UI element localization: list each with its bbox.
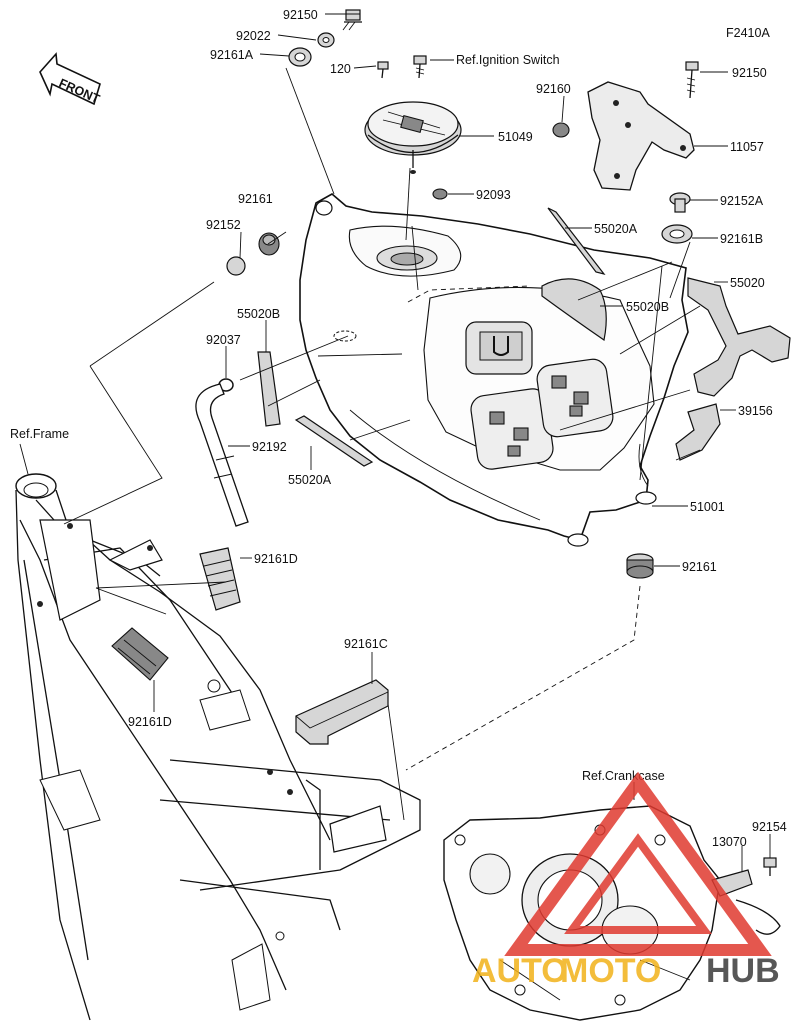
label-92161-left: 92161 (238, 192, 273, 206)
label-92161A: 92161A (210, 48, 254, 62)
label-55020A-bottom: 55020A (288, 473, 332, 487)
label-92150-right: 92150 (732, 66, 767, 80)
label-55020: 55020 (730, 276, 765, 290)
front-arrow-icon: FRONT (39, 52, 102, 106)
ref-ignition-switch: Ref.Ignition Switch (456, 53, 560, 67)
seal-92093 (432, 188, 448, 200)
watermark-logo: AUTO MOTO HUB (472, 771, 780, 990)
screw-ignition (413, 55, 427, 79)
pad-55020B-right (541, 278, 607, 342)
collar-92160 (552, 122, 570, 138)
label-13070: 13070 (712, 835, 747, 849)
label-92161D-bottom: 92161D (128, 715, 172, 729)
pad-55020 (687, 277, 791, 397)
watermark-moto: MOTO (560, 952, 661, 990)
collar-92152A (669, 192, 691, 213)
label-92161D-top: 92161D (254, 552, 298, 566)
bolt-92150-right (685, 61, 699, 99)
label-92152: 92152 (206, 218, 241, 232)
collar-92152 (226, 256, 246, 276)
label-55020A-top: 55020A (594, 222, 638, 236)
ref-crankcase: Ref.Crankcase (582, 769, 665, 783)
label-92037: 92037 (206, 333, 241, 347)
rubber-92161D-bottom (111, 627, 169, 681)
label-51049: 51049 (498, 130, 533, 144)
label-92160: 92160 (536, 82, 571, 96)
part-labels: 92150 92022 92161A 120 Ref.Ignition Swit… (10, 8, 787, 849)
watermark-triangle-icon (504, 771, 772, 956)
tank-fitting (333, 330, 357, 342)
grommet-92161-right (626, 553, 654, 579)
grommet-92161A (288, 47, 312, 67)
label-55020B-right: 55020B (626, 300, 669, 314)
frame (15, 473, 421, 1021)
watermark-auto: AUTO (472, 952, 568, 990)
screw-120 (377, 61, 389, 79)
bolt-92154 (763, 857, 777, 876)
label-55020B-left: 55020B (237, 307, 280, 321)
grommet-92161-left (258, 232, 280, 256)
grommet-92161B (661, 224, 693, 244)
fuel-cap-51049 (364, 101, 462, 174)
label-120: 120 (330, 62, 351, 76)
rubber-92161C (295, 679, 389, 745)
label-92161B: 92161B (720, 232, 763, 246)
pad-55020B-left (257, 351, 281, 427)
figure-code: F2410A (726, 26, 770, 40)
label-51001: 51001 (690, 500, 725, 514)
fuel-tank-51001 (299, 193, 689, 547)
bolt-92150-top (342, 9, 362, 31)
label-92022: 92022 (236, 29, 271, 43)
label-92150-top: 92150 (283, 8, 318, 22)
label-92161C: 92161C (344, 637, 388, 651)
label-92161-right: 92161 (682, 560, 717, 574)
pad-55020A-top (547, 207, 606, 276)
label-92152A: 92152A (720, 194, 764, 208)
label-92154: 92154 (752, 820, 787, 834)
label-92093: 92093 (476, 188, 511, 202)
rubber-92161D-top (199, 547, 241, 611)
tank-dash-ref (407, 285, 531, 303)
leader-lines (19, 13, 771, 872)
hose-92192 (195, 383, 249, 527)
washer-92022 (317, 32, 335, 48)
watermark-hub: HUB (706, 952, 780, 990)
label-39156: 39156 (738, 404, 773, 418)
ref-frame: Ref.Frame (10, 427, 69, 441)
bracket-11057 (587, 81, 695, 191)
label-11057: 11057 (730, 140, 764, 154)
damper-39156 (675, 403, 721, 461)
label-92192: 92192 (252, 440, 287, 454)
pad-55020A-bottom (294, 415, 374, 467)
